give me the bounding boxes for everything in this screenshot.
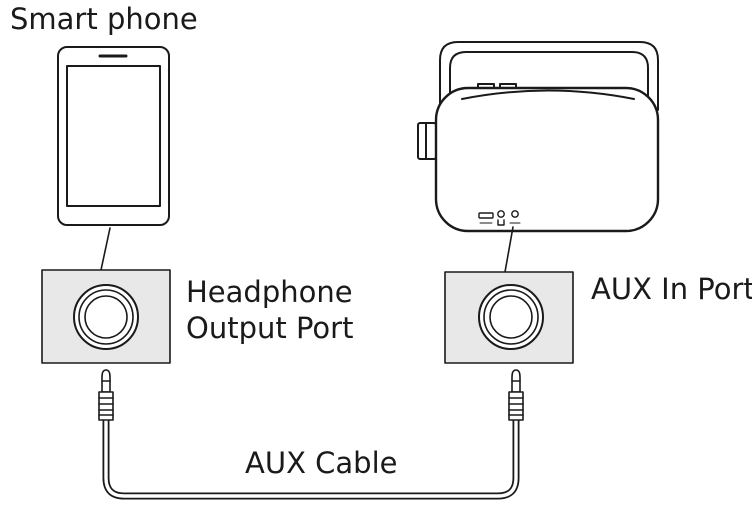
smart-phone-label: Smart phone	[10, 2, 198, 36]
speaker-to-port-connector-line	[504, 226, 514, 273]
aux-in-port-label: AUX In Port	[591, 272, 752, 306]
speaker-illustration	[417, 41, 660, 233]
aux-cable	[98, 369, 524, 500]
left-cable-plug	[98, 369, 114, 421]
headphone-port-label-line2: Output Port	[186, 311, 354, 345]
aux-in-port-panel	[444, 271, 574, 364]
right-cable-plug	[508, 369, 524, 421]
aux-cable-label: AUX Cable	[245, 446, 398, 480]
smartphone-illustration	[57, 46, 170, 226]
headphone-output-port-panel	[41, 269, 171, 364]
headphone-port-label-line1: Headphone	[186, 275, 353, 309]
phone-to-port-connector-line	[100, 227, 111, 271]
